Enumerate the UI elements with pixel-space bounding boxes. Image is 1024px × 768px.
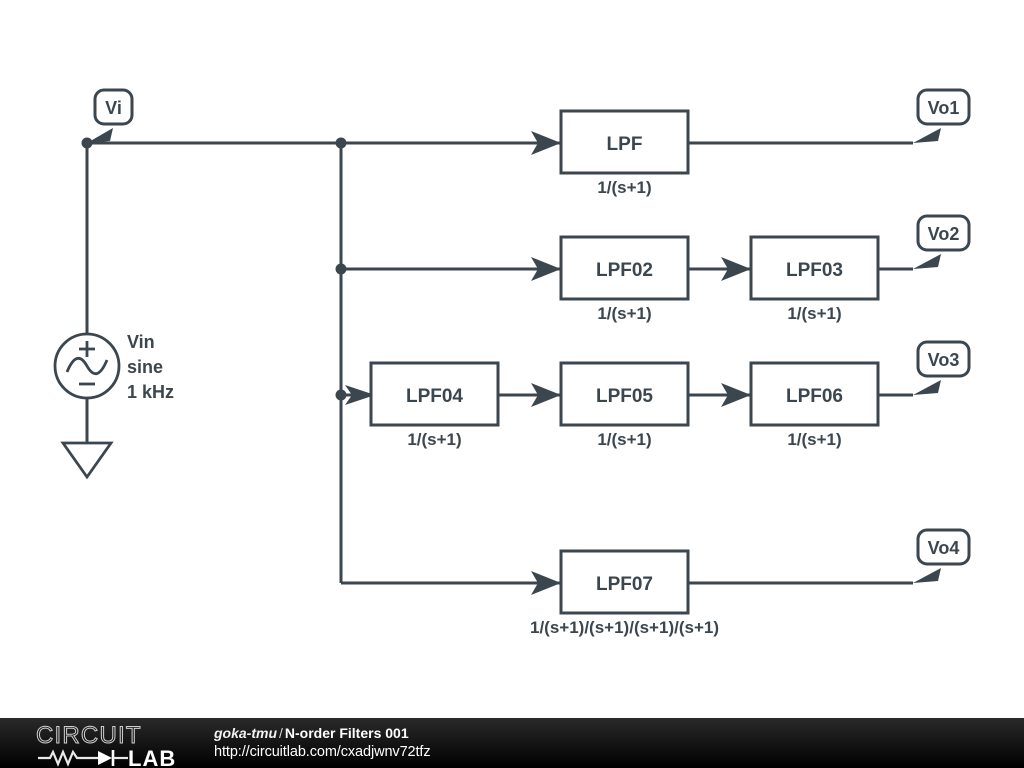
node-label-vo1-pointer [913,128,941,143]
junction-dots [81,137,347,401]
block-lpf07-label: LPF07 [596,574,653,595]
block-lpf06[interactable]: LPF06 1/(s+1) [749,361,880,449]
block-lpf03-transfer: 1/(s+1) [787,304,841,323]
arrowhead-lpf05-in [531,383,561,407]
node-label-vo1-text: Vo1 [928,98,960,118]
block-lpf-box[interactable] [559,109,690,175]
circuitlab-logo[interactable]: CIRCUIT LAB [36,723,196,767]
source-frequency: 1 kHz [127,382,174,402]
footer-bar: CIRCUIT LAB goka-tmu/N-order Filters 001… [0,718,1024,768]
footer-credit-line: goka-tmu/N-order Filters 001 [214,724,431,743]
logo-text-circuit: CIRCUIT [36,723,142,749]
block-lpf07-box[interactable] [559,549,690,615]
node-label-vi[interactable]: Vi [87,88,134,143]
block-lpf04[interactable]: LPF04 1/(s+1) [369,361,500,449]
block-lpf07[interactable]: LPF07 1/(s+1)/(s+1)/(s+1)/(s+1) [530,549,719,637]
arrowhead-lpf06-in [721,383,751,407]
arrowhead-lpf07-in [531,571,561,595]
node-label-vo2-text: Vo2 [928,224,960,244]
footer-separator: / [279,725,283,741]
node-label-vo1-box[interactable] [916,88,971,126]
block-lpf02-transfer: 1/(s+1) [597,304,651,323]
node-label-vo3[interactable]: Vo3 [913,340,971,395]
node-label-vi-text: Vi [105,98,122,118]
node-label-vo2[interactable]: Vo2 [913,214,971,269]
block-lpf05[interactable]: LPF05 1/(s+1) [559,361,690,449]
ground-symbol [60,441,114,480]
sine-wave-icon [65,357,109,375]
schematic-svg: .wire { stroke: #3c464e; stroke-width: 3… [53,88,971,637]
block-lpf02-box[interactable] [559,235,690,301]
resistor-icon [38,749,98,767]
node-label-vo2-box[interactable] [916,214,971,252]
node-label-vo4[interactable]: Vo4 [913,528,971,583]
block-lpf02-label: LPF02 [596,260,653,281]
block-lpf05-box[interactable] [559,361,690,427]
block-lpf06-transfer: 1/(s+1) [787,430,841,449]
footer-author: goka-tmu [214,725,277,741]
source-text-block: Vin sine 1 kHz [127,332,174,402]
node-label-vo4-pointer [913,568,941,583]
arrowhead-lpf04-in [345,385,375,405]
junction-dot-row2 [335,263,347,275]
arrowhead-lpf-in [531,131,561,155]
block-lpf03-label: LPF03 [786,260,843,281]
plus-sign-icon [79,341,95,357]
source-circle [53,332,121,400]
node-label-vo3-text: Vo3 [928,350,960,370]
block-lpf03-box[interactable] [749,235,880,301]
block-lpf-transfer: 1/(s+1) [597,178,651,197]
junction-dot-row3 [335,389,347,401]
block-lpf05-label: LPF05 [596,386,653,407]
node-label-vi-box[interactable] [93,88,134,126]
footer-credits: goka-tmu/N-order Filters 001 http://circ… [214,724,431,762]
block-lpf07-transfer: 1/(s+1)/(s+1)/(s+1)/(s+1) [530,618,719,637]
node-label-vo1[interactable]: Vo1 [913,88,971,143]
block-lpf04-transfer: 1/(s+1) [407,430,461,449]
block-lpf06-box[interactable] [749,361,880,427]
block-lpf05-transfer: 1/(s+1) [597,430,651,449]
block-lpf06-label: LPF06 [786,386,843,407]
footer-url[interactable]: http://circuitlab.com/cxadjwnv72tfz [214,744,431,760]
node-label-vo3-pointer [913,380,941,395]
block-lpf04-label: LPF04 [406,386,463,407]
node-label-vo3-box[interactable] [916,340,971,378]
signal-arrowheads [345,131,751,595]
junction-dot-row1 [335,137,347,149]
source-type: sine [127,357,163,377]
node-label-vo4-text: Vo4 [928,538,960,558]
footer-title: N-order Filters 001 [284,725,409,741]
schematic-canvas[interactable]: .wire { stroke: #3c464e; stroke-width: 3… [0,0,1024,718]
node-label-vo2-pointer [913,254,941,269]
block-lpf03[interactable]: LPF03 1/(s+1) [749,235,880,323]
block-lpf-label: LPF [607,134,643,155]
block-lpf[interactable]: LPF 1/(s+1) [559,109,690,197]
node-label-vi-pointer [87,128,113,143]
logo-text-lab: LAB [128,746,176,767]
block-lpf04-box[interactable] [369,361,500,427]
arrowhead-lpf02-in [531,257,561,281]
arrowhead-lpf03-in [721,257,751,281]
diode-triangle-icon [98,751,112,765]
ground-triangle-icon [60,441,114,480]
source-name: Vin [127,332,155,352]
node-label-vo4-box[interactable] [916,528,971,566]
ac-voltage-source-symbol[interactable] [53,332,121,400]
block-lpf02[interactable]: LPF02 1/(s+1) [559,235,690,323]
